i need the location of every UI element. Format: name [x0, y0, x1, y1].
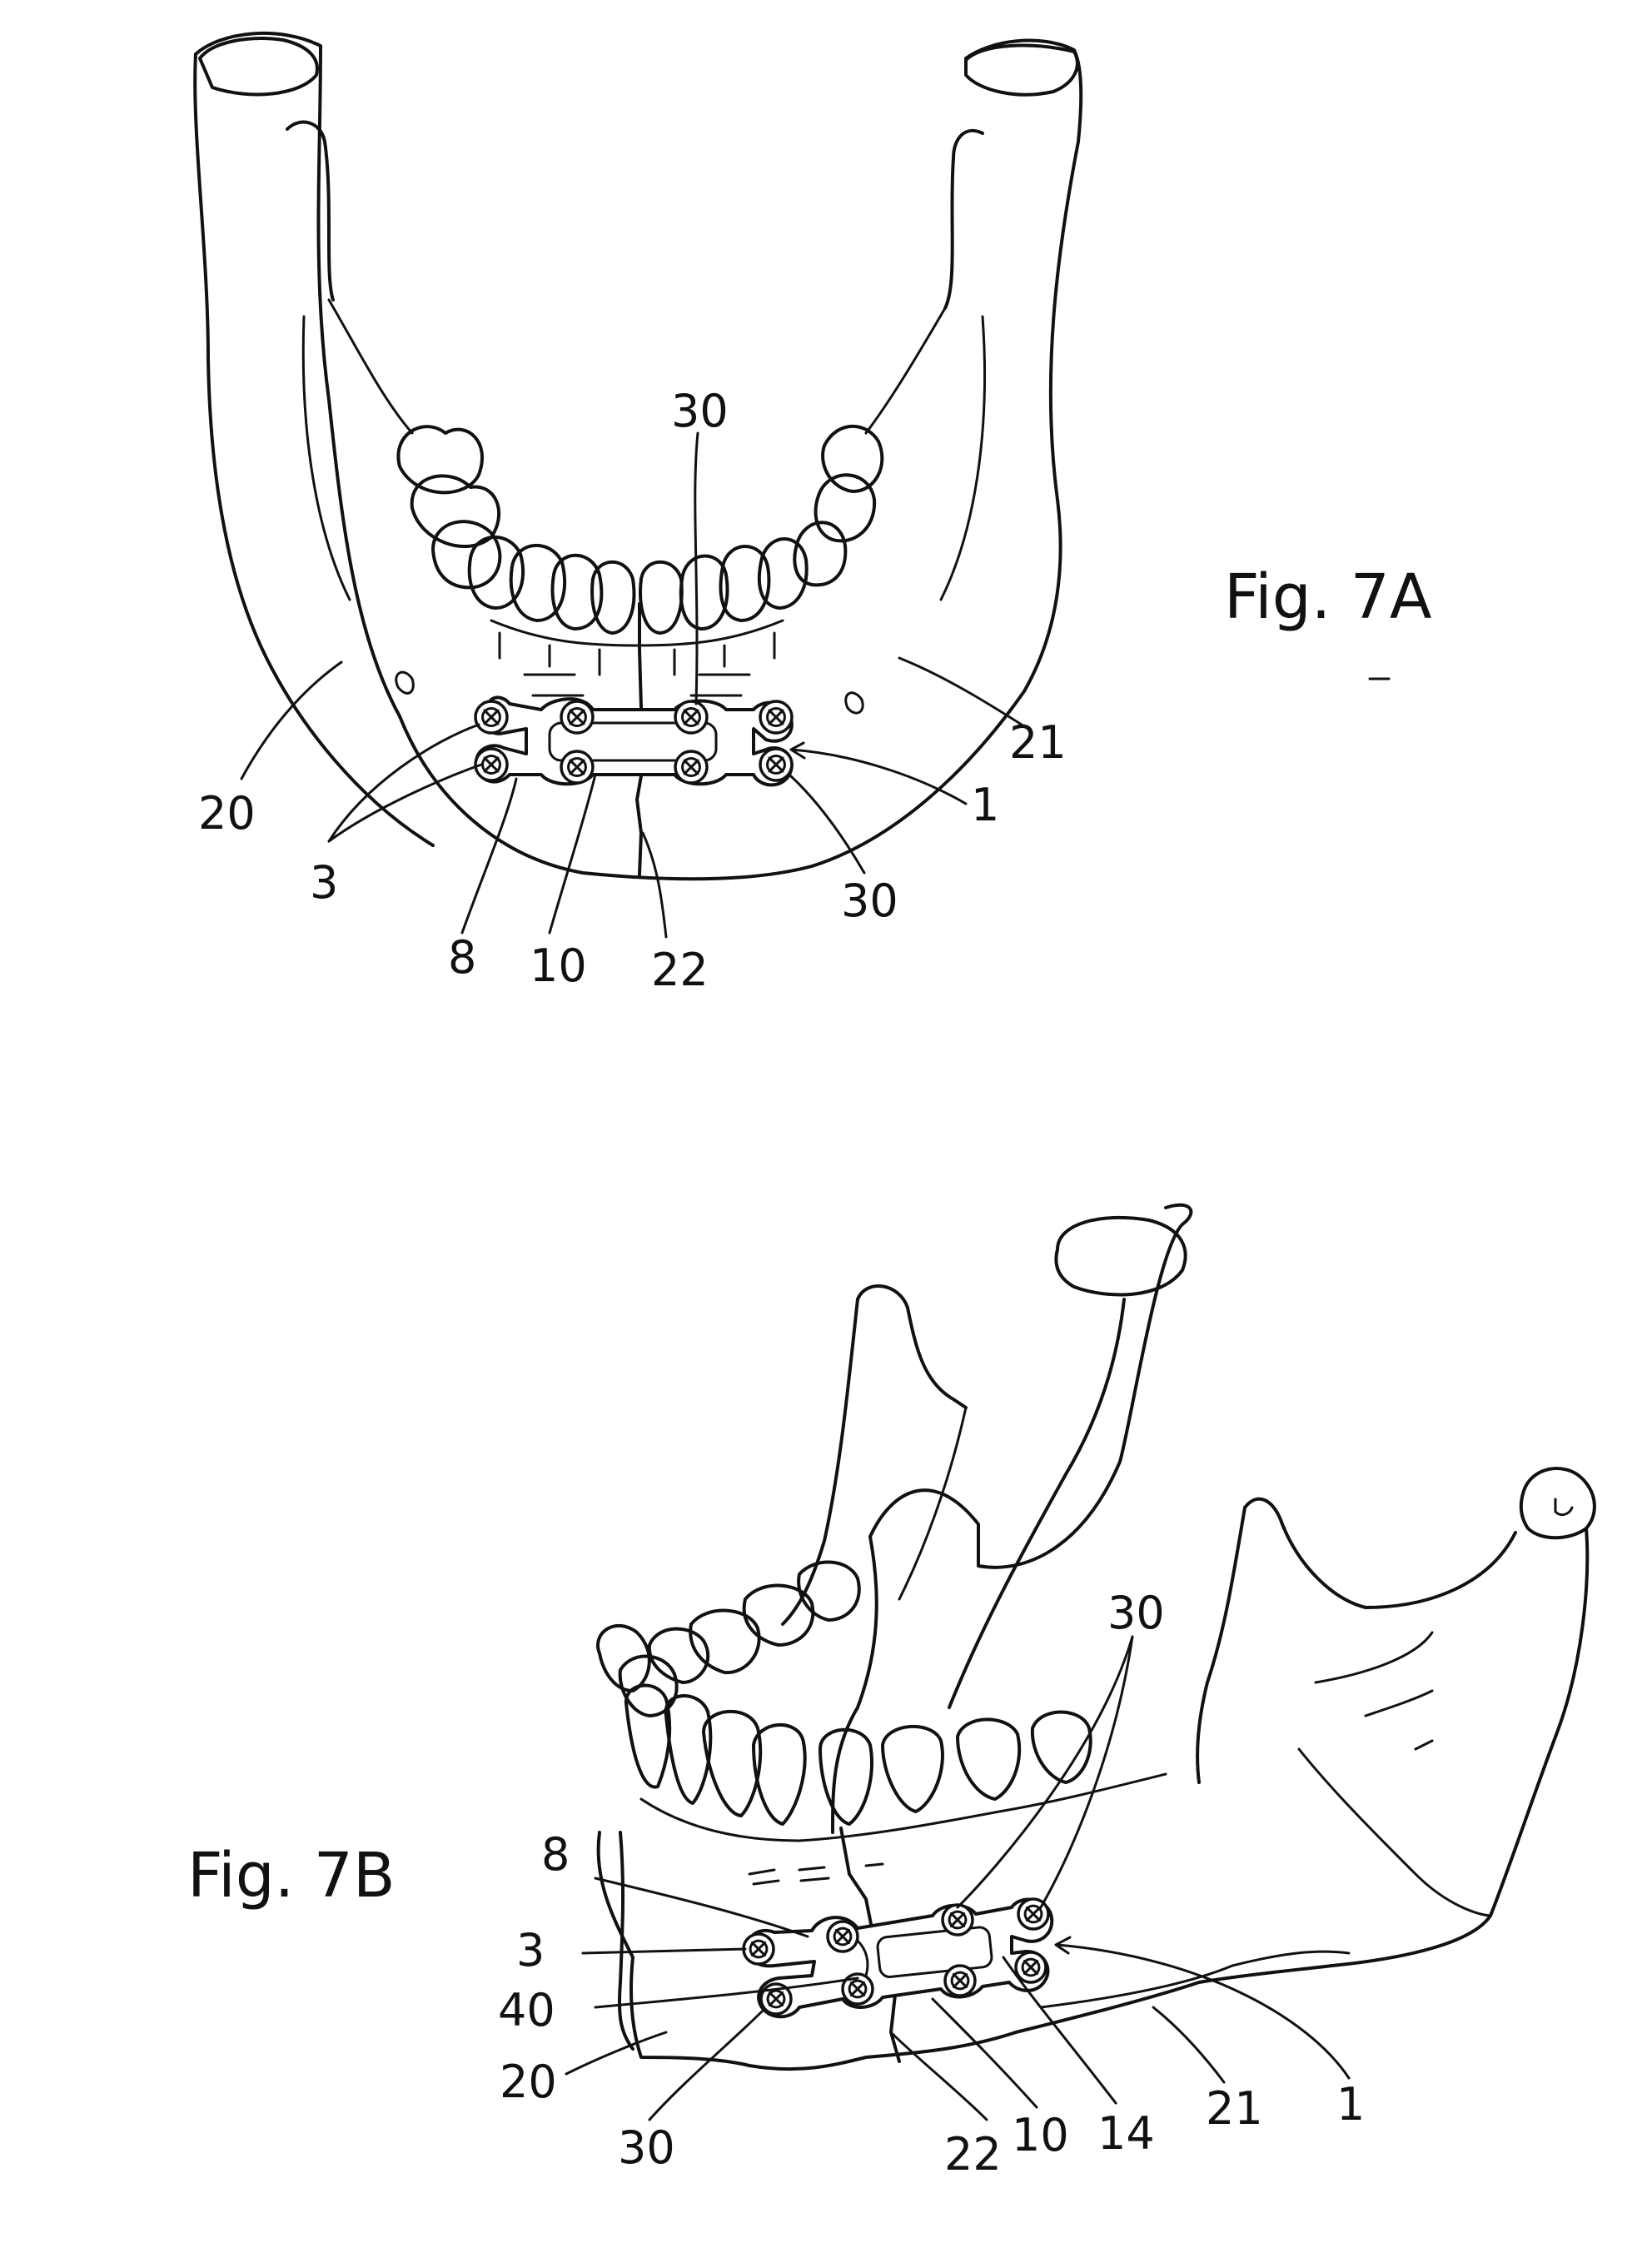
fig-7a-right-body-inner: [941, 317, 985, 600]
fig-7a-left-ramus-inner: [329, 300, 412, 433]
fig-7a-label-21: 21: [1009, 716, 1067, 769]
fig-7a-plate-outline: [476, 697, 792, 785]
fig-7a-leader-10: [550, 775, 595, 933]
fig-7b-label-40: 40: [498, 1984, 555, 2036]
fig-7b-label-14: 14: [1097, 2107, 1155, 2160]
fig-7a-tooth-l2: [553, 556, 602, 629]
fig-7a-screw-head: [675, 701, 707, 733]
fig-7a-screw-head: [475, 701, 507, 733]
fig-7b-right-ramus: [1245, 1499, 1515, 1608]
fig-7a-leader-20: [241, 662, 341, 779]
fig-7a-label-3: 3: [310, 856, 338, 909]
fig-7a-premolar-left: [433, 521, 500, 587]
fig-7a-leader-30-bottom: [791, 776, 864, 873]
fig-7b-gum-marks: [749, 1864, 883, 1884]
fig-7a-root-lines-2: [525, 675, 749, 695]
fig-7b-leader-30-a: [958, 1637, 1132, 1907]
fig-7a-leader-8: [462, 779, 516, 933]
fig-7a-bone-plate: [476, 697, 792, 785]
fig-7a-molar-right-2: [816, 475, 875, 541]
fig-7a-left-coronoid: [287, 122, 333, 300]
fig-7b-tooth-9: [704, 1712, 760, 1816]
fig-7b-screw-head: [945, 1966, 975, 1996]
fig-7b-label-30-bottom: 30: [618, 2121, 675, 2174]
fig-7a-label-22: 22: [651, 944, 709, 996]
fig-7a-screw-head: [561, 751, 593, 783]
fig-7a-right-ramus-inner: [866, 308, 945, 433]
fig-7b-screw-head: [943, 1905, 973, 1935]
fig-7b-tooth-5: [744, 1586, 814, 1645]
fig-7a-screw-head: [760, 749, 792, 780]
fig-7b-tooth-7: [626, 1686, 669, 1787]
fig-7b-right-ramus-back: [1332, 1528, 1587, 1966]
fig-7b-caption: Fig. 7B: [187, 1840, 396, 1912]
fig-7a-left-condyle: [200, 38, 317, 94]
fig-7a-leader-1: [791, 750, 966, 804]
fig-7b-label-30-top: 30: [1107, 1587, 1165, 1639]
fig-7a-foramen-right: [846, 693, 863, 713]
fig-7b-tooth-1: [598, 1626, 649, 1691]
fig-7a-molar-left-2: [412, 476, 499, 546]
fig-7a-leader-22: [643, 833, 666, 937]
fig-7b-leader-3: [583, 1949, 745, 1953]
fig-7a-screw-head: [675, 751, 707, 783]
fig-7a-tooth-r1: [640, 562, 682, 633]
fig-7a-label-30-top: 30: [671, 385, 729, 437]
fig-7b-right-ramus-front: [1197, 1508, 1245, 1782]
fig-7a-label-30-bottom: 30: [841, 875, 898, 927]
fig-7b-leader-8: [595, 1878, 808, 1937]
fig-7b-screw-head: [744, 1934, 774, 1964]
fig-7b-label-10: 10: [1012, 2109, 1069, 2161]
fig-7b-bone-plate: [748, 1900, 1052, 2017]
fig-7b-right-condyle: [1521, 1468, 1595, 1538]
fig-7b-lower-border: [1041, 1951, 1349, 2007]
fig-7b-label-3: 3: [516, 1924, 545, 1976]
fig-7a-leader-30-top: [695, 433, 698, 704]
fig-7a-label-20: 20: [198, 787, 256, 840]
fig-7a-left-body-inner: [303, 317, 350, 600]
fig-7a-gum-line: [491, 621, 783, 646]
fig-7a-molar-right: [823, 426, 882, 491]
fig-7b-leader-21: [1153, 2007, 1224, 2082]
fig-7b-leader-20: [566, 2032, 666, 2074]
fig-7a-mandible: [195, 33, 1081, 937]
fig-7a-root-lines: [500, 633, 774, 675]
fig-7b-label-1: 1: [1336, 2078, 1365, 2131]
fig-7b-label-8: 8: [541, 1828, 570, 1881]
fig-7b-right-ramus-inner-3: [1299, 1749, 1490, 1916]
fig-7b-tooth-11: [820, 1730, 872, 1824]
fig-7a-label-10: 10: [530, 940, 587, 992]
fig-7b-label-22: 22: [944, 2128, 1002, 2181]
fig-7b-plate-outline: [748, 1900, 1052, 2017]
fig-7b-tooth-13: [958, 1719, 1019, 1799]
fig-7b-label-21: 21: [1206, 2082, 1263, 2135]
fig-7a-screw-head: [561, 701, 593, 733]
fig-7a-foramen-left: [396, 672, 414, 693]
fig-7b-teeth: [598, 1562, 1166, 1884]
fig-7a-molar-left: [398, 426, 482, 492]
fig-7b-label-20: 20: [500, 2056, 557, 2108]
fig-7a-caption: Fig. 7A: [1224, 561, 1432, 633]
fig-7b-mandible: [566, 1205, 1595, 2120]
fig-7b-left-coronoid: [858, 1286, 966, 1408]
fig-7b-tooth-12: [883, 1727, 943, 1812]
fig-7a-right-coronoid: [945, 131, 983, 308]
fig-7b-tooth-8: [666, 1696, 711, 1803]
fig-7a-label-8: 8: [448, 931, 476, 984]
fig-7b-right-ramus-inner-2: [1366, 1691, 1432, 1749]
fig-7b-right-condyle-mark: [1555, 1499, 1572, 1515]
fig-7b-leader-10: [933, 1999, 1037, 2107]
fig-7a-label-1: 1: [971, 779, 999, 831]
fig-7b-tooth-6: [799, 1562, 859, 1620]
fig-7a-screw-head: [760, 701, 792, 733]
fig-7b-left-ramus-front: [783, 1299, 858, 1624]
fig-7b-screw-head: [1016, 1952, 1046, 1982]
fig-7b-screw-head: [828, 1922, 858, 1951]
fig-7a-leader-3b: [329, 765, 481, 841]
fig-7b-tooth-4: [690, 1611, 759, 1673]
fig-7b-right-ramus-inner-1: [1316, 1632, 1432, 1682]
fig-7a-right-condyle: [966, 46, 1077, 95]
